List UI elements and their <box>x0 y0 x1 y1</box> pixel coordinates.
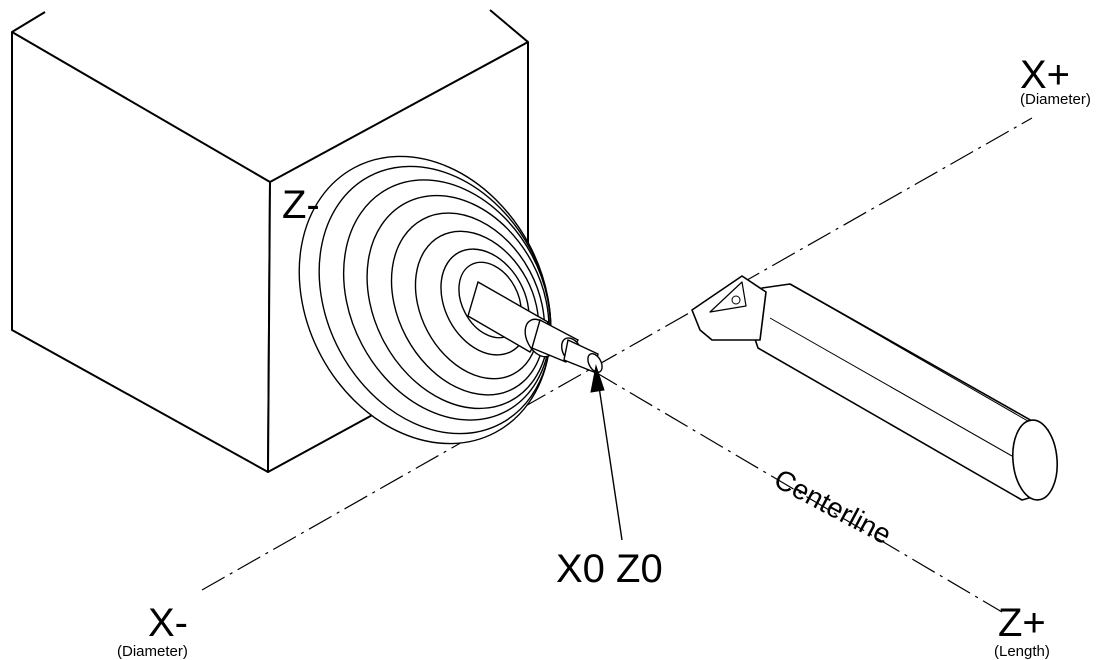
origin-arrow-shaft <box>597 379 623 541</box>
tool-shank-facet-2 <box>769 317 1027 465</box>
origin-label: X0 Z0 <box>556 547 663 591</box>
tool-shank-end <box>1012 419 1058 501</box>
x-plus-label: X+ <box>1020 53 1070 97</box>
origin-arrow <box>590 364 623 541</box>
origin-arrow-head <box>590 364 605 393</box>
z-plus-label: Z+ <box>998 601 1046 645</box>
tool-insert-screw <box>731 295 741 305</box>
x-minus-note: (Diameter) <box>117 643 188 660</box>
headstock-top-edge-right <box>489 9 529 43</box>
chuck <box>298 155 552 445</box>
x-minus-label: X- <box>148 601 188 645</box>
z-plus-note: (Length) <box>994 643 1050 660</box>
z-minus-label: Z- <box>282 183 320 227</box>
x-plus-note: (Diameter) <box>1020 91 1091 108</box>
boring-bar-tool <box>691 275 1058 501</box>
headstock-left-face <box>11 31 271 473</box>
centerline-label: Centerline <box>769 463 896 550</box>
x-axis-line <box>201 117 1033 591</box>
tool-shank-facet-1 <box>789 283 1041 429</box>
headstock-top-edge <box>11 11 46 33</box>
workpiece <box>467 280 603 373</box>
workpiece-tip-face <box>587 353 603 373</box>
tool-insert <box>709 281 747 313</box>
